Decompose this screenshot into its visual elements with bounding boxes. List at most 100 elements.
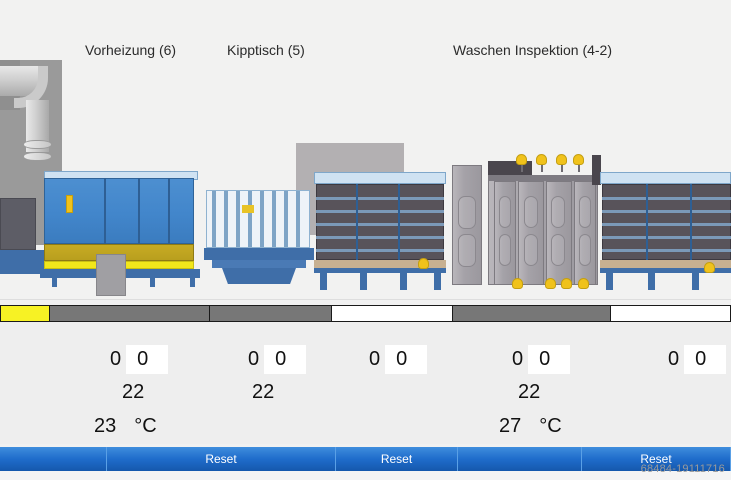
wash-tower-1-panel-2 — [458, 234, 476, 267]
rack-1-body — [316, 184, 444, 260]
rack-1-top — [314, 172, 446, 184]
rack-1-base-board — [314, 260, 446, 268]
wash-tower-1-panel-1 — [458, 196, 476, 229]
roller-5 — [260, 191, 264, 247]
bottom-nozzle-4 — [578, 278, 589, 289]
counter-3-input-field[interactable]: 0 — [385, 345, 428, 374]
value-1: 22 — [122, 381, 145, 403]
inlet-hopper — [0, 198, 36, 250]
segment-4[interactable] — [331, 305, 452, 322]
bottom-nozzle-2 — [545, 278, 556, 289]
segment-5[interactable] — [452, 305, 610, 322]
counter-4-input-field[interactable]: 0 — [528, 345, 571, 374]
station-label-1: Vorheizung (6) — [85, 42, 177, 58]
duct-ring-1 — [23, 140, 52, 149]
reset-button-1[interactable]: Reset — [107, 447, 336, 471]
rack-1-base-rail — [314, 268, 446, 273]
machine-line-illustration — [0, 60, 731, 300]
line-status-bar[interactable] — [0, 305, 731, 322]
roller-4 — [248, 191, 252, 247]
roller-6 — [272, 191, 276, 247]
counter-5-left-digit: 0 — [668, 348, 680, 370]
preheater-divider-3 — [168, 178, 170, 244]
wash-tower-1 — [452, 165, 482, 285]
wash-unit-stack — [592, 155, 601, 185]
rack-1-post-1 — [356, 184, 358, 260]
rack-2-leg-1 — [606, 268, 613, 290]
counter-2-left-digit: 0 — [248, 348, 260, 370]
rack-2-post-1 — [646, 184, 648, 260]
wash-door-1-window-1 — [499, 196, 511, 228]
wash-unit-top-rail — [488, 175, 598, 181]
preheater-control-cabinet — [96, 254, 126, 296]
counter-2-input-field[interactable]: 0 — [264, 345, 307, 374]
top-nozzle-1 — [516, 154, 527, 165]
bottom-nozzle-3 — [561, 278, 572, 289]
reset-button-2[interactable]: Reset — [336, 447, 458, 471]
rack-1-shelf-3 — [316, 223, 444, 226]
rack-1-nozzle — [418, 258, 429, 269]
wash-door-3-window-2 — [551, 234, 565, 266]
counter-4-left-digit: 0 — [512, 348, 524, 370]
top-nozzle-2 — [536, 154, 547, 165]
preheater-divider-1 — [104, 178, 106, 244]
rack-1-shelf-2 — [316, 210, 444, 213]
preheater-leg-4 — [190, 269, 195, 287]
nozzle-stem-3 — [561, 165, 563, 172]
temperature-2: 27°C — [499, 415, 562, 438]
rack-1-leg-3 — [400, 268, 407, 290]
temperature-2-value: 27 — [499, 415, 522, 437]
wash-door-4-window-2 — [579, 234, 591, 266]
rack-1-leg-1 — [320, 268, 327, 290]
rack-1-shelf-1 — [316, 197, 444, 200]
floor-line — [0, 299, 731, 300]
rack-2-shelf-5 — [602, 249, 731, 252]
counter-1-input-field[interactable]: 0 — [126, 345, 169, 374]
nozzle-stem-2 — [541, 165, 543, 172]
segment-3[interactable] — [209, 305, 331, 322]
rack-1-leg-4 — [434, 268, 441, 290]
rack-1-post-2 — [398, 184, 400, 260]
tilt-table-base-rail — [204, 248, 314, 260]
nozzle-stem-4 — [578, 165, 580, 172]
bottom-nozzle-1 — [512, 278, 523, 289]
rack-2-post-2 — [690, 184, 692, 260]
segment-6[interactable] — [610, 305, 731, 322]
nozzle-stem-1 — [521, 165, 523, 172]
rack-1-shelf-5 — [316, 249, 444, 252]
segment-1[interactable] — [0, 305, 49, 322]
rack-2-leg-2 — [648, 268, 655, 290]
roller-8 — [296, 191, 300, 247]
counter-3-left-digit: 0 — [369, 348, 381, 370]
segment-2[interactable] — [49, 305, 209, 322]
wash-door-3-window-1 — [551, 196, 565, 228]
rack-2-base-rail — [600, 268, 731, 273]
rack-2-shelf-3 — [602, 223, 731, 226]
wash-door-2-window-1 — [524, 196, 538, 228]
counter-5-input-field[interactable]: 0 — [684, 345, 727, 374]
preheater-leg-3 — [150, 269, 155, 287]
btn-cell-blank-1 — [0, 447, 107, 471]
rack-2-nozzle — [704, 262, 715, 273]
readout-panel — [0, 322, 731, 444]
value-3: 22 — [518, 381, 541, 403]
tilt-table-indicator — [242, 205, 254, 213]
preheater-hoist — [66, 195, 73, 213]
counter-1-left-digit: 0 — [110, 348, 122, 370]
tilt-table-legs — [222, 268, 296, 284]
image-code-watermark: 68484-19111716 — [640, 463, 725, 475]
bottom-strip — [0, 471, 731, 480]
rack-2-shelf-2 — [602, 210, 731, 213]
value-2: 22 — [252, 381, 275, 403]
rack-2-leg-3 — [692, 268, 699, 290]
top-nozzle-4 — [573, 154, 584, 165]
temperature-1-unit: °C — [134, 415, 157, 437]
temperature-1-value: 23 — [94, 415, 117, 437]
tilt-table-rollers — [206, 190, 310, 248]
